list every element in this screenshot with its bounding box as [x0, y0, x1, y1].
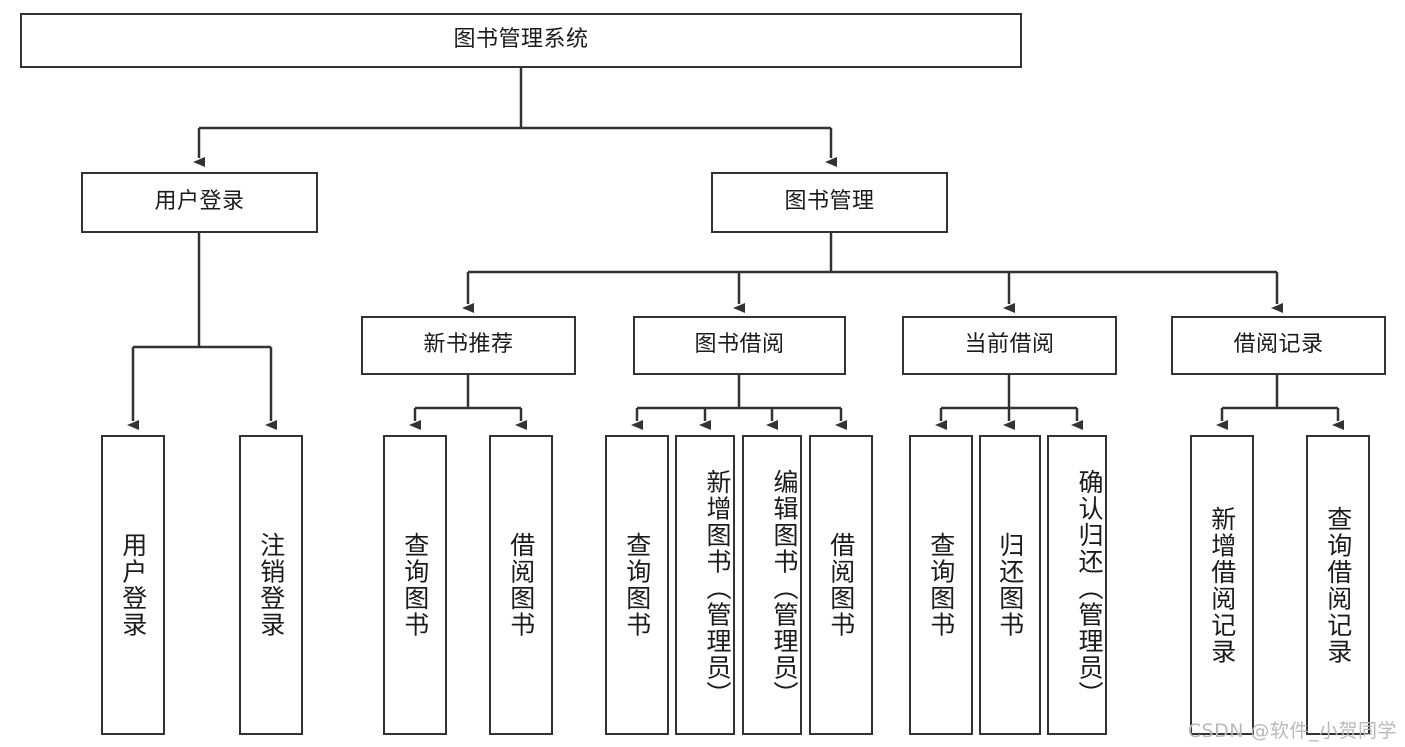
node-leaf-add-book[interactable]: 新增图书（管理员） — [675, 435, 735, 735]
node-book-borrow-label: 图书借阅 — [694, 332, 785, 358]
node-leaf-return-book[interactable]: 归还图书 — [979, 435, 1041, 735]
node-current-borrow[interactable]: 当前借阅 — [902, 316, 1117, 375]
node-leaf-add-book-label: 新增图书（管理员） — [703, 468, 732, 708]
node-leaf-return-book-label: 归还图书 — [995, 532, 1025, 638]
node-borrow-record-label: 借阅记录 — [1233, 332, 1324, 358]
node-leaf-query-book-2-label: 查询图书 — [622, 532, 652, 638]
node-leaf-borrow-book-1-label: 借阅图书 — [506, 532, 536, 638]
node-leaf-query-book-1-label: 查询图书 — [400, 532, 430, 638]
node-root-label: 图书管理系统 — [453, 27, 589, 53]
node-leaf-logout[interactable]: 注销登录 — [239, 435, 303, 735]
node-leaf-user-login-label: 用户登录 — [118, 532, 148, 638]
node-leaf-query-book-3[interactable]: 查询图书 — [909, 435, 973, 735]
node-new-book-recommend-label: 新书推荐 — [423, 332, 514, 358]
node-root[interactable]: 图书管理系统 — [20, 13, 1022, 68]
node-leaf-query-book-1[interactable]: 查询图书 — [383, 435, 447, 735]
node-leaf-borrow-book-1[interactable]: 借阅图书 — [489, 435, 553, 735]
node-user-login[interactable]: 用户登录 — [81, 172, 318, 233]
node-leaf-add-record[interactable]: 新增借阅记录 — [1190, 435, 1254, 735]
node-book-borrow[interactable]: 图书借阅 — [633, 316, 846, 375]
node-leaf-confirm-return[interactable]: 确认归还（管理员） — [1047, 435, 1107, 735]
node-leaf-user-login[interactable]: 用户登录 — [101, 435, 165, 735]
node-borrow-record[interactable]: 借阅记录 — [1171, 316, 1386, 375]
node-leaf-borrow-book-2-label: 借阅图书 — [826, 532, 856, 638]
node-leaf-query-record[interactable]: 查询借阅记录 — [1306, 435, 1370, 735]
watermark: CSDN @软件_小贺同学 — [1187, 720, 1397, 742]
node-leaf-edit-book-label: 编辑图书（管理员） — [770, 468, 799, 708]
node-leaf-borrow-book-2[interactable]: 借阅图书 — [809, 435, 873, 735]
node-leaf-confirm-return-label: 确认归还（管理员） — [1075, 468, 1104, 708]
node-leaf-edit-book[interactable]: 编辑图书（管理员） — [742, 435, 802, 735]
node-new-book-recommend[interactable]: 新书推荐 — [361, 316, 576, 375]
node-user-login-label: 用户登录 — [154, 189, 245, 215]
node-leaf-query-record-label: 查询借阅记录 — [1323, 505, 1353, 665]
node-leaf-query-book-3-label: 查询图书 — [926, 532, 956, 638]
node-current-borrow-label: 当前借阅 — [964, 332, 1055, 358]
node-book-manage[interactable]: 图书管理 — [711, 172, 948, 233]
node-leaf-logout-label: 注销登录 — [256, 532, 286, 638]
node-leaf-query-book-2[interactable]: 查询图书 — [605, 435, 669, 735]
node-leaf-add-record-label: 新增借阅记录 — [1207, 505, 1237, 665]
node-book-manage-label: 图书管理 — [784, 189, 875, 215]
